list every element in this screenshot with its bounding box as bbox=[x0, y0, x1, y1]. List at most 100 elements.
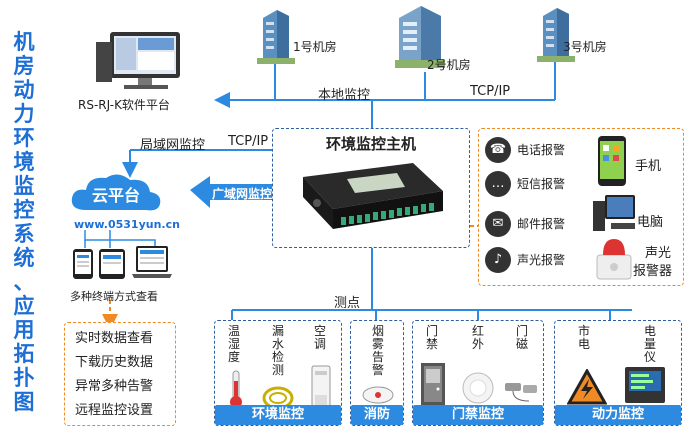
lan-monitor-label: 局域网监控 bbox=[140, 138, 206, 153]
mail-icon: ✉ bbox=[485, 211, 511, 237]
sensor-char: 量 bbox=[643, 337, 656, 351]
host-box: 环境监控主机 bbox=[272, 128, 470, 248]
door-icon bbox=[421, 363, 445, 405]
tcpip-top-label: TCP/IP bbox=[470, 84, 511, 99]
siren-icon bbox=[596, 239, 632, 280]
group-fire-label: 消防 bbox=[351, 405, 403, 425]
cloud-url: www.0531yun.cn bbox=[74, 218, 180, 231]
sensor-char: 磁 bbox=[515, 337, 528, 351]
smartphone-icon bbox=[598, 136, 626, 186]
sensor-char: 禁 bbox=[425, 337, 438, 351]
room-1-label: 1号机房 bbox=[293, 40, 337, 54]
group-door: 门禁 红外 门磁 门禁监控 bbox=[412, 320, 544, 426]
alarm-label: 声光报警 bbox=[517, 253, 566, 267]
room-1: 1号机房 bbox=[255, 8, 345, 64]
sensor-char: 门 bbox=[515, 324, 528, 338]
room-3-label: 3号机房 bbox=[563, 40, 607, 54]
sensor-char: 雾 bbox=[371, 337, 384, 351]
smoke-detector-icon bbox=[362, 386, 394, 404]
device-computer-label: 电脑 bbox=[637, 215, 664, 230]
alarm-row: ✉ bbox=[485, 211, 511, 237]
local-monitor-label: 本地监控 bbox=[318, 88, 371, 103]
building-icon bbox=[395, 6, 445, 68]
feature-item: 下载历史数据 bbox=[75, 355, 154, 370]
sensor-char: 仪 bbox=[643, 350, 656, 364]
title-char: 监 bbox=[13, 174, 35, 198]
title-char: 图 bbox=[13, 390, 35, 414]
terminal-laptop bbox=[130, 244, 174, 284]
title-char: 境 bbox=[13, 150, 35, 174]
terminal-tablet bbox=[98, 248, 126, 284]
measure-bus bbox=[231, 248, 632, 320]
sensor-meter-label: 电量仪 bbox=[643, 325, 657, 364]
air-conditioner-icon bbox=[311, 365, 331, 411]
wan-monitor-label: 广域网监控 bbox=[212, 187, 273, 201]
title-char: 机 bbox=[13, 30, 35, 54]
controller-icon bbox=[303, 163, 443, 229]
alarm-label: 电话报警 bbox=[517, 143, 566, 157]
sensor-access-label: 门禁 bbox=[425, 325, 439, 351]
room-3: 3号机房 bbox=[535, 6, 625, 62]
phone-icon bbox=[73, 249, 93, 279]
software-platform-label: RS-RJ-K软件平台 bbox=[78, 98, 170, 112]
sensor-char: 调 bbox=[313, 337, 326, 351]
bell-icon: ♪ bbox=[485, 247, 511, 273]
sensor-char: 警 bbox=[371, 363, 384, 377]
title-char: 拓 bbox=[13, 342, 35, 366]
alarm-box: ☎ 电话报警 … 短信报警 ✉ 邮件报警 ♪ 声光报警 手机 电脑 声光 报警器 bbox=[478, 128, 684, 286]
desktop-icon bbox=[593, 195, 635, 231]
sms-icon: … bbox=[485, 171, 511, 197]
laptop-icon bbox=[132, 246, 172, 278]
room-2-label: 2号机房 bbox=[427, 58, 471, 72]
alarm-label: 邮件报警 bbox=[517, 217, 566, 231]
sensor-ir-label: 红外 bbox=[471, 325, 485, 351]
title-char: 房 bbox=[13, 54, 35, 78]
host-title: 环境监控主机 bbox=[325, 135, 416, 153]
feature-item: 实时数据查看 bbox=[75, 331, 154, 346]
sensor-char: 温 bbox=[227, 324, 240, 338]
sensor-char: 电 bbox=[577, 337, 590, 351]
title-char: 统 bbox=[13, 246, 35, 270]
sensor-temp-label: 温湿度 bbox=[227, 325, 241, 364]
title-char: 、 bbox=[13, 270, 35, 294]
alarm-row: ☎ bbox=[485, 137, 511, 163]
feature-item: 异常多种告警 bbox=[75, 379, 154, 394]
cloud-name: 云平台 bbox=[91, 186, 140, 205]
software-computer bbox=[92, 28, 192, 94]
title-char: 扑 bbox=[13, 366, 35, 390]
sensor-char: 红 bbox=[471, 324, 484, 338]
sensor-leak-label: 漏水检测 bbox=[271, 325, 285, 377]
sensor-char: 测 bbox=[271, 363, 284, 377]
sensor-char: 度 bbox=[227, 350, 240, 364]
door-magnet-icon bbox=[505, 383, 537, 402]
sensor-mains-label: 市电 bbox=[577, 325, 591, 351]
high-voltage-icon bbox=[567, 369, 607, 405]
sensor-char: 电 bbox=[643, 324, 656, 338]
group-door-label: 门禁监控 bbox=[413, 405, 543, 425]
infrared-sensor-icon bbox=[462, 372, 494, 404]
building-icon bbox=[537, 8, 575, 62]
sensor-ac-label: 空调 bbox=[313, 325, 327, 351]
computer-icon bbox=[96, 32, 180, 89]
alarm-row: ♪ bbox=[485, 247, 511, 273]
tablet-icon bbox=[99, 249, 125, 279]
sensor-char: 外 bbox=[471, 337, 484, 351]
terminals-label: 多种终端方式查看 bbox=[70, 290, 158, 303]
sensor-char: 市 bbox=[577, 324, 590, 338]
title-char: 应 bbox=[13, 294, 35, 318]
device-alarm-label-1: 声光 bbox=[645, 246, 672, 261]
device-alarm-label-2: 报警器 bbox=[633, 264, 673, 279]
sensor-smoke-label: 烟雾告警 bbox=[371, 325, 385, 377]
diagram-title: 机房动力环境监控系统、应用拓扑图 bbox=[10, 30, 38, 414]
sensor-char: 漏 bbox=[271, 324, 284, 338]
group-env: 温湿度 漏水检测 空调 环境监控 bbox=[214, 320, 342, 426]
thermometer-icon bbox=[230, 370, 242, 408]
group-power: 市电 电量仪 动力监控 bbox=[554, 320, 682, 426]
feature-item: 远程监控设置 bbox=[75, 403, 154, 418]
group-env-label: 环境监控 bbox=[215, 405, 341, 425]
title-char: 用 bbox=[13, 318, 35, 342]
sensor-char: 湿 bbox=[227, 337, 240, 351]
phone-icon: ☎ bbox=[485, 137, 511, 163]
local-bus bbox=[214, 60, 556, 128]
building-icon bbox=[257, 10, 295, 64]
